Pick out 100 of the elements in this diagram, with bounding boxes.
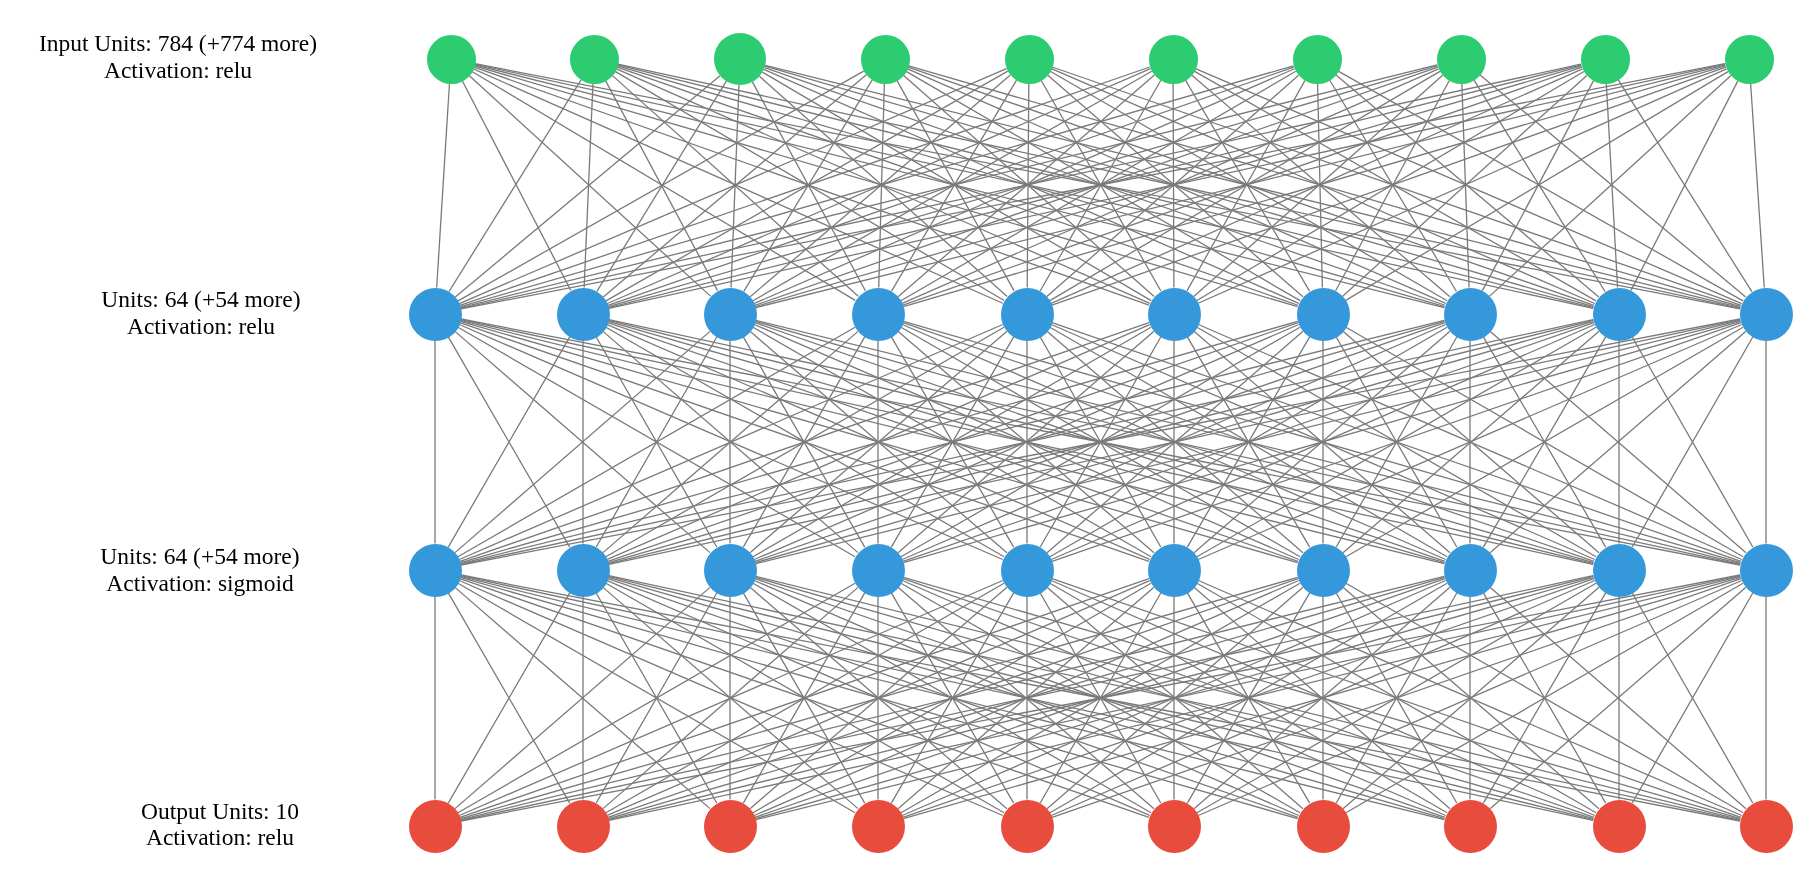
crossing-connection-lines xyxy=(1335,336,1458,548)
connection-line xyxy=(1026,82,1030,289)
neuron-node xyxy=(426,34,476,84)
connection-line xyxy=(1765,595,1767,801)
connection-line xyxy=(1173,339,1175,545)
neuron-node xyxy=(1296,543,1350,597)
neuron-node xyxy=(556,543,610,597)
layer-label: Units: 64 (+54 more) xyxy=(101,286,301,312)
layer-label: Units: 64 (+54 more) xyxy=(100,543,300,569)
crossing-connection-lines xyxy=(1197,323,1743,561)
crossing-connection-lines xyxy=(459,576,1299,820)
connection-line xyxy=(729,595,731,801)
crossing-connection-lines xyxy=(753,579,1300,817)
crossing-connection-lines xyxy=(458,579,1004,817)
neuron-node xyxy=(851,287,905,341)
neuron-node xyxy=(1147,543,1201,597)
neuron-node xyxy=(1296,287,1350,341)
crossing-connection-lines xyxy=(754,320,1595,564)
connection-line xyxy=(730,84,740,289)
neuron-node xyxy=(408,287,462,341)
connection-line xyxy=(434,595,436,801)
neuron-node xyxy=(1739,799,1793,853)
connection-line xyxy=(1618,339,1620,545)
crossing-connection-lines xyxy=(752,326,1152,558)
neuron-node xyxy=(1724,34,1774,84)
crossing-connection-lines xyxy=(754,576,1595,820)
crossing-connection-lines xyxy=(754,322,1446,562)
crossing-connection-lines xyxy=(897,586,1155,810)
connection-line xyxy=(582,339,584,545)
crossing-connection-lines xyxy=(458,323,1004,561)
neuron-node xyxy=(1592,799,1646,853)
connection-line xyxy=(1173,595,1175,801)
crossing-connection-lines xyxy=(901,323,1447,561)
connection-line xyxy=(1026,595,1028,801)
crossing-connection-lines xyxy=(897,330,1155,554)
crossing-connection-lines xyxy=(902,320,1742,564)
connection-line xyxy=(1469,339,1471,545)
neuron-node xyxy=(703,543,757,597)
crossing-connection-lines xyxy=(1342,586,1600,810)
neuron-node xyxy=(569,34,619,84)
crossing-connection-lines xyxy=(1046,74,1304,298)
crossing-connection-lines xyxy=(890,592,1015,804)
neuron-node xyxy=(851,799,905,853)
crossing-connection-lines xyxy=(1051,578,1742,818)
connection-line xyxy=(1630,80,1739,292)
crossing-connection-lines xyxy=(901,579,1447,817)
crossing-connection-lines xyxy=(1631,592,1754,804)
crossing-connection-lines xyxy=(602,330,859,554)
connection-line xyxy=(1481,80,1595,292)
crossing-connection-lines xyxy=(754,578,1446,818)
crossing-connection-lines xyxy=(1197,579,1743,817)
connection-line xyxy=(877,595,879,801)
connection-line xyxy=(1618,595,1620,801)
neuron-node xyxy=(703,799,757,853)
neuron-node xyxy=(556,287,610,341)
crossing-connection-lines xyxy=(742,592,866,804)
crossing-connection-lines xyxy=(1051,322,1742,562)
neuron-node xyxy=(1148,34,1198,84)
connection-line xyxy=(1605,82,1619,289)
neuron-node xyxy=(1592,287,1646,341)
crossing-connection-lines xyxy=(1184,79,1311,292)
neuron-node xyxy=(408,543,462,597)
crossing-connection-lines xyxy=(752,582,1152,814)
crossing-connection-lines xyxy=(602,586,859,810)
connection-line xyxy=(1461,82,1470,289)
crossing-connection-lines xyxy=(605,582,1005,814)
neuron-node xyxy=(860,34,910,84)
crossing-connection-lines xyxy=(1039,79,1162,292)
crossing-connection-lines xyxy=(1049,582,1448,814)
crossing-connection-lines xyxy=(1186,592,1311,804)
layer-label: Output Units: 10 xyxy=(141,798,299,824)
crossing-connection-lines xyxy=(753,323,1300,561)
crossing-connection-lines xyxy=(1196,582,1597,814)
connection-line xyxy=(877,339,879,545)
connection-line xyxy=(583,82,594,289)
crossing-connection-lines xyxy=(1196,326,1597,558)
crossing-connection-lines xyxy=(1050,579,1596,817)
connection-line xyxy=(1750,82,1765,289)
crossing-connection-lines xyxy=(1193,330,1451,554)
layer-label: Activation: relu xyxy=(145,824,295,850)
crossing-connection-lines xyxy=(1482,336,1607,548)
crossing-connection-lines xyxy=(607,320,1446,564)
crossing-connection-lines xyxy=(749,586,1008,810)
crossing-connection-lines xyxy=(902,576,1742,820)
neuron-node xyxy=(1443,287,1497,341)
crossing-connection-lines xyxy=(1335,592,1458,804)
neuron-node xyxy=(1739,287,1793,341)
neuron-node xyxy=(1580,34,1630,84)
crossing-connection-lines xyxy=(607,578,1299,818)
neuron-node xyxy=(408,799,462,853)
crossing-connection-lines xyxy=(1489,330,1747,554)
neuron-node xyxy=(1000,543,1054,597)
connection-line xyxy=(878,82,885,289)
crossing-connection-lines xyxy=(900,582,1301,814)
crossing-connection-lines xyxy=(1039,592,1162,804)
connection-line xyxy=(1026,339,1028,545)
crossing-connection-lines xyxy=(454,330,711,554)
crossing-connection-lines xyxy=(457,326,856,558)
neuron-node xyxy=(1592,543,1646,597)
crossing-connection-lines xyxy=(1193,586,1451,810)
